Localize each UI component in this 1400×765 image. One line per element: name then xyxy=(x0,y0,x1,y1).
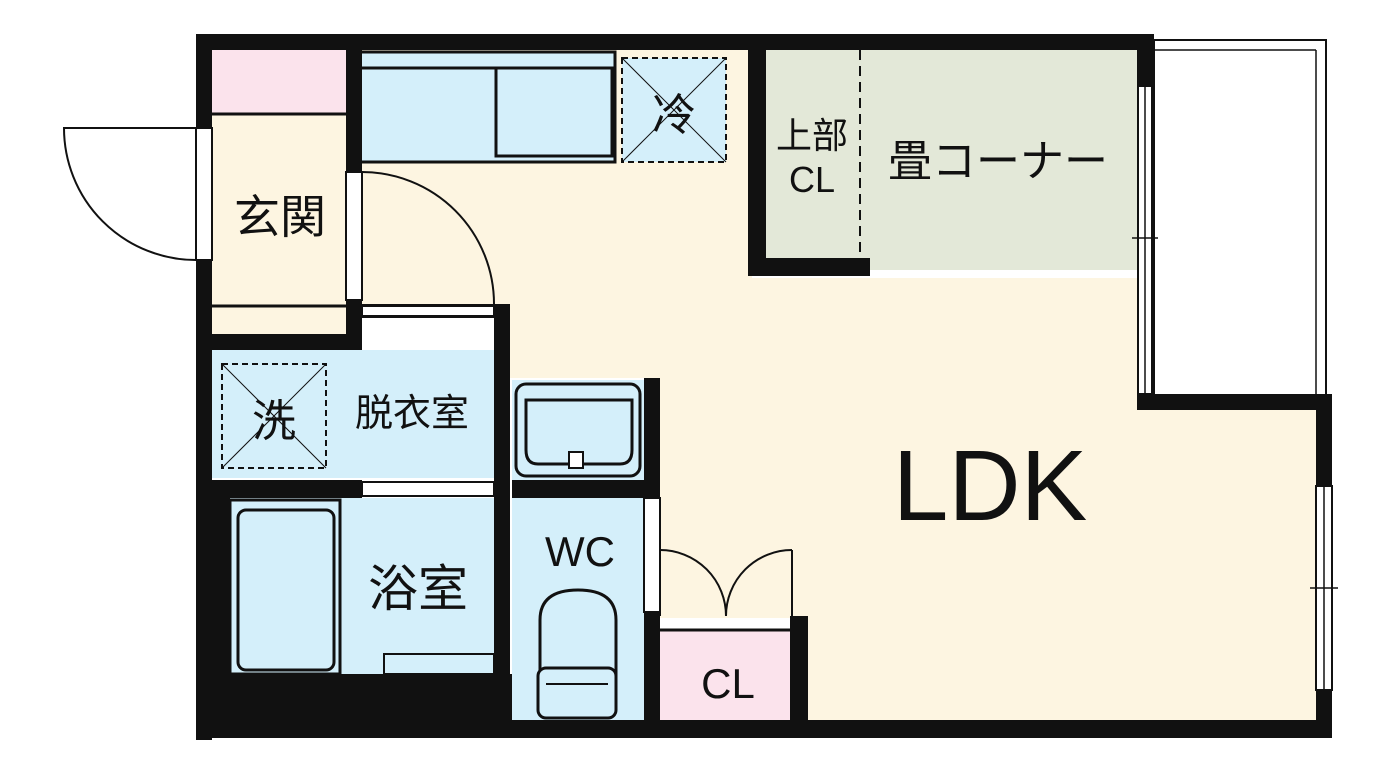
bath-door xyxy=(361,481,495,497)
shoe-box xyxy=(212,48,346,114)
label-upper-closet-top: 上部 xyxy=(776,115,848,156)
tatami-corner xyxy=(762,48,1138,270)
label-wc: WC xyxy=(545,528,615,575)
genkan-door-swing xyxy=(361,171,495,305)
balcony xyxy=(1153,39,1327,397)
entry-door-opening xyxy=(195,127,213,261)
label-washroom: 脱衣室 xyxy=(355,391,469,435)
toilet-tank xyxy=(536,666,618,720)
vanity-basin xyxy=(524,398,634,466)
washer-cross xyxy=(221,363,327,469)
vanity-faucet xyxy=(568,451,584,469)
ldk-floor xyxy=(360,50,1316,720)
label-genkan: 玄関 xyxy=(234,190,326,244)
toilet-bowl xyxy=(538,588,618,682)
label-upper-closet-bottom: CL xyxy=(789,159,835,200)
label-bathroom: 浴室 xyxy=(368,560,468,618)
closet-door-left xyxy=(659,549,727,617)
closet-door-right xyxy=(725,549,793,617)
wc-door xyxy=(643,497,661,613)
label-fridge: 冷 xyxy=(652,90,696,141)
label-tatami-corner: 畳コーナー xyxy=(888,136,1108,187)
label-ldk: LDK xyxy=(893,430,1088,542)
closet-floor xyxy=(660,630,790,720)
walls xyxy=(196,34,1332,740)
washroom-door xyxy=(361,305,495,317)
fridge-cross xyxy=(621,57,727,163)
bathtub-inner xyxy=(236,508,336,672)
entry-door-swing xyxy=(62,127,197,261)
genkan-door-opening xyxy=(345,171,363,301)
label-closet: CL xyxy=(701,660,755,707)
label-washer: 洗 xyxy=(252,396,296,447)
kitchen-sink xyxy=(494,66,614,158)
